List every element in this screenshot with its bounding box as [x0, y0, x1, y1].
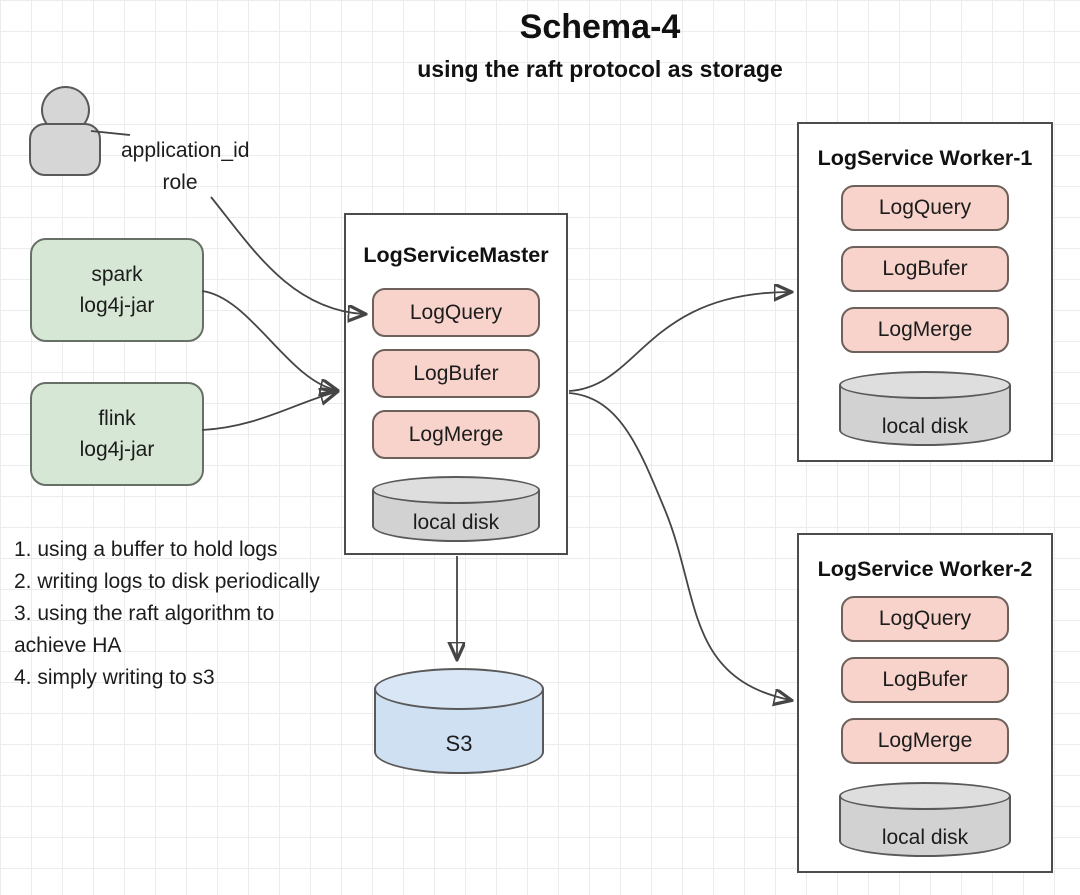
page-title: Schema-4 [519, 8, 681, 46]
arrow-master-to-worker1 [568, 292, 790, 392]
cylinder-top [839, 782, 1011, 810]
worker1-title: LogService Worker-1 [817, 146, 1033, 170]
note-item-2: 2. writing logs to disk periodically [14, 570, 320, 593]
spark-label-line1: spark [91, 263, 143, 286]
s3-label: S3 [445, 731, 473, 756]
note-item-3: 3. using the raft algorithm to achieve H… [14, 602, 275, 657]
actor-role-label: role [162, 171, 198, 194]
arrow-flink-to-master [201, 392, 336, 431]
cylinder-top [839, 371, 1011, 399]
worker1-component-logquery: LogQuery [841, 185, 1009, 231]
note-item-1: 1. using a buffer to hold logs [14, 538, 278, 561]
person-icon-body [29, 123, 101, 176]
worker2-node: LogService Worker-2 LogQuery LogBufer Lo… [797, 533, 1053, 873]
source-node-spark: spark log4j-jar [30, 238, 204, 342]
flink-label-line2: log4j-jar [79, 438, 155, 461]
master-node: LogServiceMaster LogQuery LogBufer LogMe… [344, 213, 568, 555]
worker1-components: LogQuery LogBufer LogMerge [841, 185, 1009, 353]
worker1-component-logbufer: LogBufer [841, 246, 1009, 292]
source-node-flink: flink log4j-jar [30, 382, 204, 486]
actor-label: application_id [121, 139, 250, 162]
master-title: LogServiceMaster [363, 243, 549, 267]
master-component-logbufer: LogBufer [372, 349, 540, 398]
page-subtitle: using the raft protocol as storage [417, 56, 783, 82]
spark-label-line2: log4j-jar [79, 294, 155, 317]
diagram-header: Schema-4 using the raft protocol as stor… [115, 8, 1080, 83]
arrow-master-to-worker2 [568, 392, 790, 700]
worker1-node: LogService Worker-1 LogQuery LogBufer Lo… [797, 122, 1053, 462]
worker2-component-logbufer: LogBufer [841, 657, 1009, 703]
worker1-disk-label: local disk [881, 415, 969, 438]
note-item-4: 4. simply writing to s3 [14, 666, 215, 689]
s3-cylinder: S3 [374, 668, 544, 774]
master-local-disk-cylinder: local disk [372, 476, 540, 542]
arrow-role-to-master-logquery [210, 196, 364, 314]
worker2-component-logquery: LogQuery [841, 596, 1009, 642]
worker1-local-disk-cylinder: local disk [839, 371, 1011, 446]
notes-list: 1. using a buffer to hold logs 2. writin… [14, 534, 340, 694]
cylinder-top [374, 668, 544, 710]
arrow-spark-to-master [201, 290, 336, 390]
master-component-logmerge: LogMerge [372, 410, 540, 459]
worker2-title: LogService Worker-2 [817, 557, 1033, 581]
master-components: LogQuery LogBufer LogMerge [372, 288, 540, 459]
master-disk-label: local disk [412, 511, 500, 534]
worker2-component-logmerge: LogMerge [841, 718, 1009, 764]
cylinder-top [372, 476, 540, 504]
worker1-component-logmerge: LogMerge [841, 307, 1009, 353]
worker2-local-disk-cylinder: local disk [839, 782, 1011, 857]
worker2-components: LogQuery LogBufer LogMerge [841, 596, 1009, 764]
flink-label-line1: flink [98, 407, 136, 430]
worker2-disk-label: local disk [881, 826, 969, 849]
master-component-logquery: LogQuery [372, 288, 540, 337]
